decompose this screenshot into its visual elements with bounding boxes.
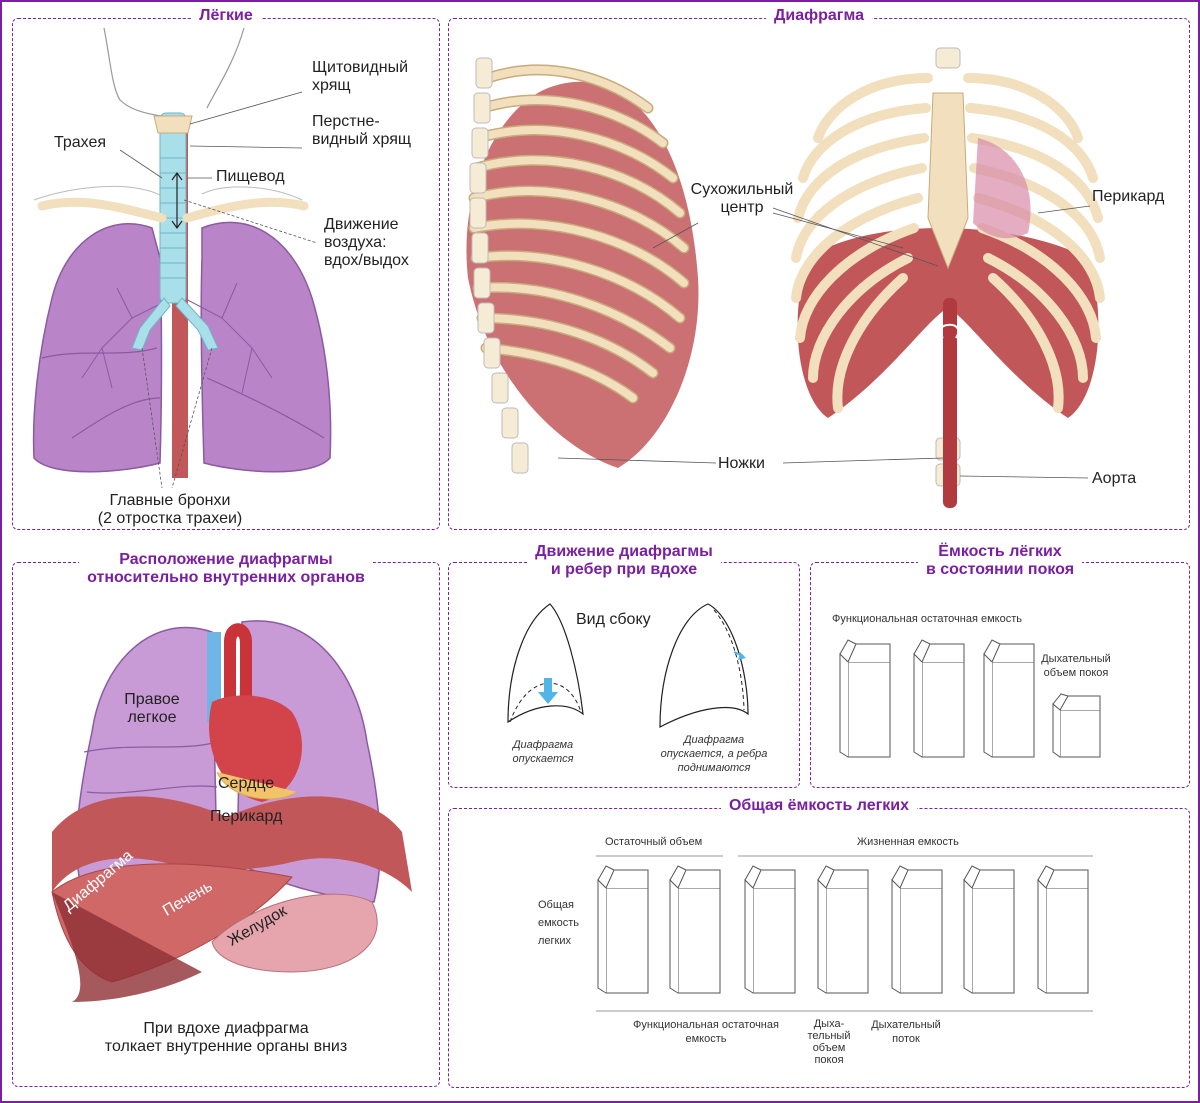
organs-title: Расположение диафрагмы относительно внут… — [79, 551, 373, 587]
carton-total-6 — [963, 865, 1015, 994]
label-side-view: Вид сбоку — [576, 611, 651, 628]
rest-capacity-panel: Ёмкость лёгких в состоянии покоя — [810, 543, 1190, 788]
carton-rest-3 — [983, 639, 1035, 758]
label-esophagus: Пищевод — [216, 168, 285, 185]
lungs-title: Лёгкие — [191, 7, 261, 25]
organs-caption: При вдохе диафрагма толкает внутренние о… — [104, 1020, 348, 1055]
label-right-lung: Правое легкое — [124, 691, 180, 726]
total-tidal-label: Дыха- тельный объем покоя — [807, 1018, 851, 1066]
movement-caption-left: Диафрагма опускается — [512, 739, 574, 765]
movement-caption-right: Диафрагма опускается, а ребра поднимаютс… — [660, 734, 768, 774]
diaphragm-illustration — [466, 47, 1105, 508]
movement-title: Движение диафрагмы и ребер при вдохе — [527, 543, 721, 579]
rest-capacity-cartons — [839, 639, 1101, 758]
carton-rest-1 — [839, 639, 891, 758]
rest-tidal-label: Дыхательный объем покоя — [1041, 653, 1111, 679]
label-cricoid-cartilage: Перстне- видный хрящ — [312, 113, 412, 148]
lungs-illustration — [32, 27, 332, 489]
rest-frc-label: Функциональная остаточная емкость — [832, 613, 1022, 625]
carton-total-7 — [1037, 865, 1089, 994]
rest-capacity-title: Ёмкость лёгких в состоянии покоя — [917, 543, 1083, 579]
carton-total-4 — [817, 865, 869, 994]
carton-total-1 — [597, 865, 649, 994]
label-aorta: Аорта — [1092, 470, 1137, 487]
total-vital-label: Жизненная емкость — [857, 836, 959, 848]
total-capacity-label: Общая емкость легких — [538, 899, 580, 947]
total-capacity-title: Общая ёмкость легких — [720, 797, 918, 815]
carton-rest-tidal — [1052, 693, 1101, 758]
organs-panel: Расположение диафрагмы относительно внут… — [12, 551, 440, 1087]
total-capacity-panel: Общая ёмкость легких — [448, 797, 1190, 1088]
label-crura: Ножки — [718, 455, 765, 472]
carton-total-5 — [891, 865, 943, 994]
movement-diagram — [507, 603, 749, 728]
diaphragm-title: Диафрагма — [766, 7, 872, 25]
total-flow-label: Дыхательный поток — [871, 1019, 941, 1045]
label-main-bronchi: Главные бронхи (2 отростка трахеи) — [97, 492, 243, 527]
carton-total-3 — [744, 865, 796, 994]
label-heart: Сердце — [218, 775, 275, 792]
label-tendon-center: Сухожильный центр — [690, 181, 794, 216]
carton-rest-2 — [913, 639, 965, 758]
label-thyroid-cartilage: Щитовидный хрящ — [312, 59, 409, 94]
carton-total-2 — [669, 865, 721, 994]
label-pericardium-diaphragm: Перикард — [1092, 188, 1165, 205]
total-residual-label: Остаточный объем — [605, 836, 703, 848]
label-air-movement: Движение воздуха: вдох/выдох — [324, 216, 409, 269]
organs-illustration — [51, 620, 412, 1002]
label-pericardium-organs: Перикард — [210, 808, 283, 825]
total-capacity-cartons — [596, 855, 1093, 1012]
label-trachea: Трахея — [54, 134, 107, 151]
total-frc-label: Функциональная остаточная емкость — [633, 1019, 779, 1045]
diaphragm-panel: Диафрагма — [448, 7, 1190, 530]
movement-panel: Движение диафрагмы и ребер при вдохе — [448, 543, 800, 788]
lungs-panel: Лёгкие — [12, 7, 440, 530]
